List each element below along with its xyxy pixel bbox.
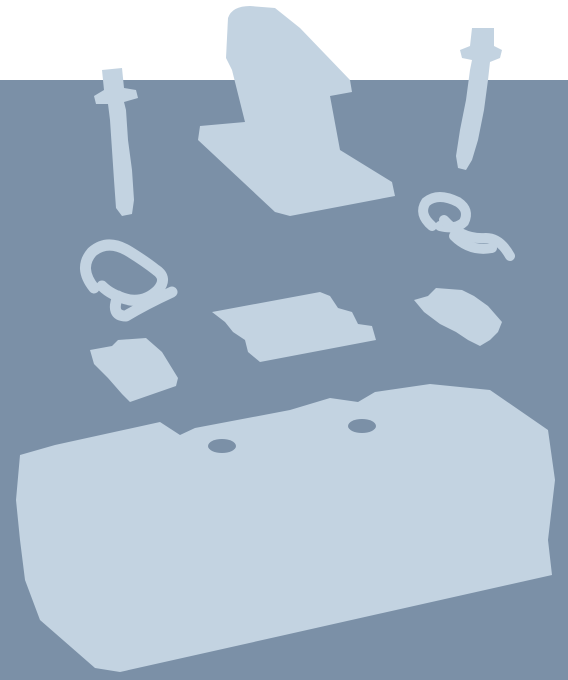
sleeper-hole-right: [348, 419, 376, 433]
sleeper-hole-left: [208, 439, 236, 453]
